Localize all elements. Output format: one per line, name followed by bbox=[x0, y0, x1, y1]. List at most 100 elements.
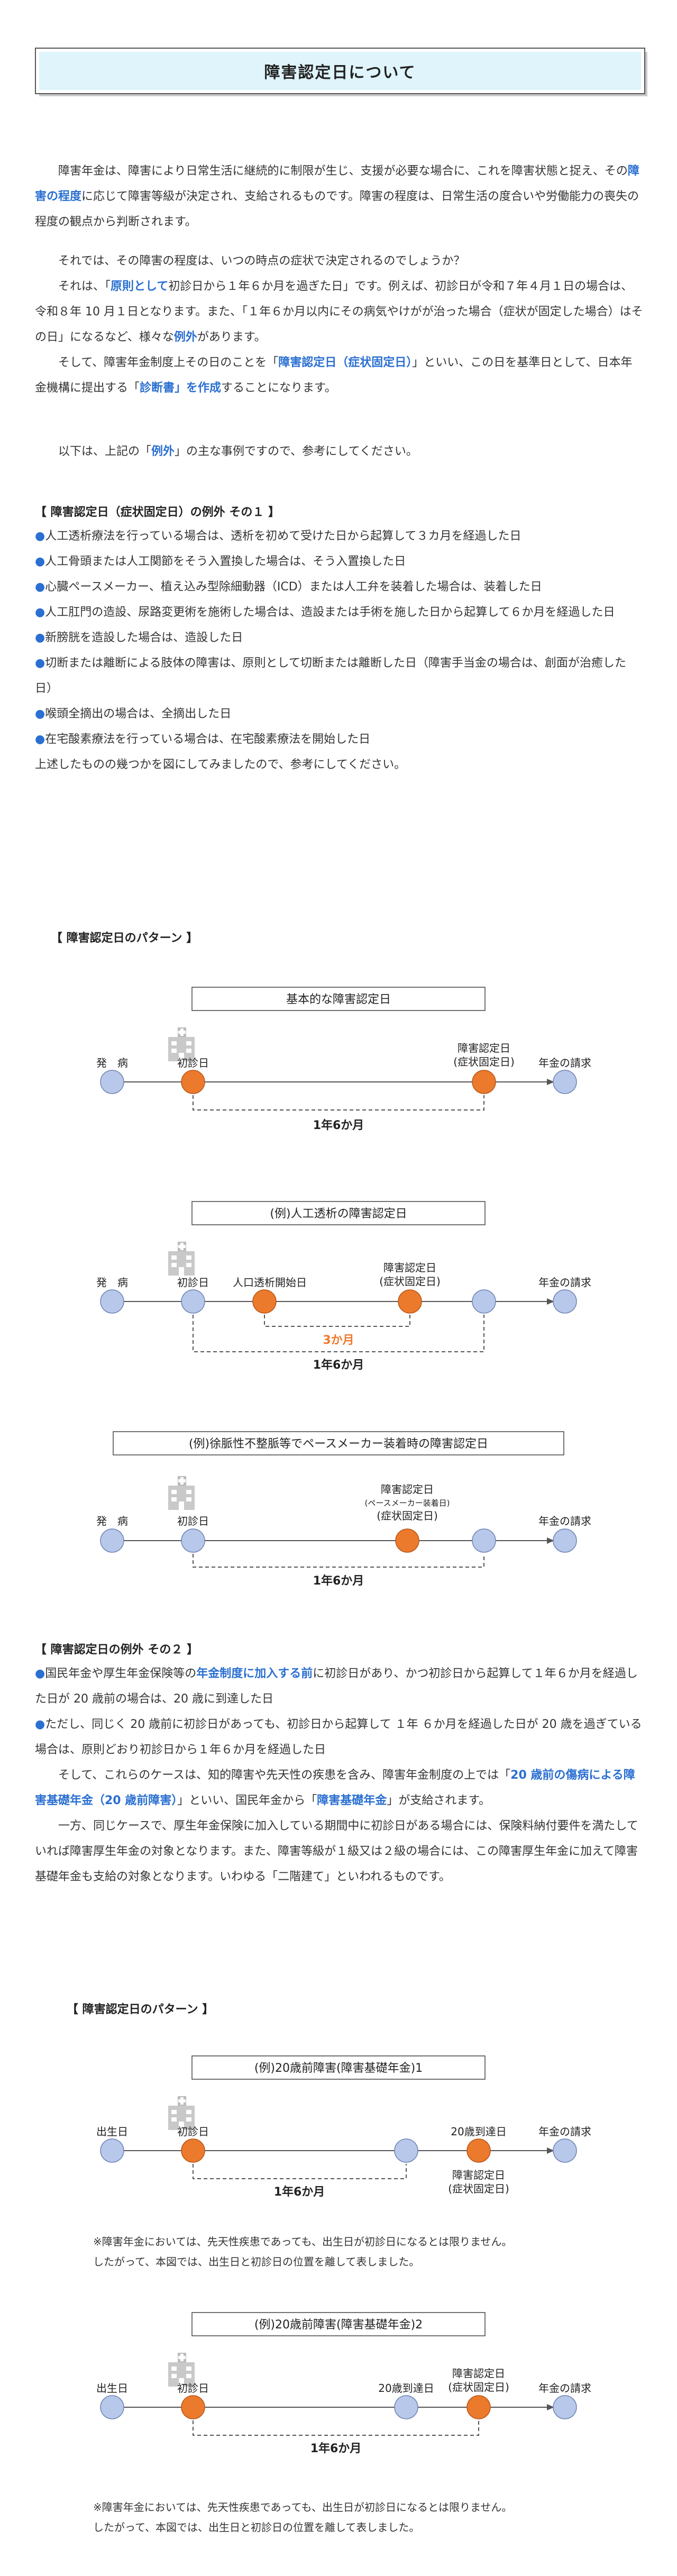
label-first-visit: 初診日 bbox=[177, 2382, 209, 2395]
page-title: 障害認定日について bbox=[39, 52, 641, 90]
label-first-visit: 初診日 bbox=[177, 1057, 209, 1069]
span-label: 1年6か月 bbox=[313, 1118, 364, 1132]
intro-paragraph-2: それでは、その障害の程度は、いつの時点の症状で決定されるのでしょうか？ bbox=[58, 254, 465, 268]
bullet-icon: ● bbox=[35, 555, 45, 568]
node-claim bbox=[553, 1070, 577, 1094]
label-cert-date: 障害認定日 bbox=[381, 1483, 434, 1496]
list-item: ●ただし、同じく 20 歳前に初診日があっても、初診日から起算して １年 ６か月… bbox=[35, 1718, 642, 1756]
exception1-closing: 上述したものの幾つかを図にしてみましたので、参考にしてください。 bbox=[35, 758, 406, 771]
bullet-icon: ● bbox=[35, 530, 45, 543]
arrow-icon bbox=[547, 1079, 554, 1085]
diagram-title-box bbox=[191, 2312, 486, 2336]
exception2-paragraph-2: 一方、同じケースで、厚生年金保険に加入している期間中に初診日がある場合には、保険… bbox=[35, 1819, 638, 1883]
label-age20: 20歳到達日 bbox=[378, 2382, 434, 2395]
list-item: ●喉頭全摘出の場合は、全摘出した日 bbox=[35, 707, 232, 721]
list-item: ●国民年金や厚生年金保険等の年金制度に加入する前に初診日があり、かつ初診日から起… bbox=[35, 1667, 638, 1706]
arrow-icon bbox=[547, 2404, 554, 2410]
node-dialysis bbox=[252, 1289, 277, 1314]
diagram-title: (例)人工透析の障害認定日 bbox=[270, 1207, 407, 1221]
highlight-certificate: 診断書」を作成 bbox=[140, 381, 222, 395]
hospital-icon bbox=[168, 2353, 195, 2387]
span-bracket bbox=[193, 1315, 484, 1352]
hospital-icon bbox=[168, 1242, 195, 1276]
bullet-icon: ● bbox=[35, 1718, 45, 1731]
span-bracket bbox=[193, 2164, 407, 2179]
node-first-visit bbox=[181, 1289, 205, 1314]
exception1-heading: 【 障害認定日（症状固定日）の例外 その１ 】 bbox=[35, 506, 280, 519]
span-bracket-short bbox=[264, 1315, 410, 1327]
label-birth: 出生日 bbox=[96, 2125, 128, 2138]
intro-text: 以下は、上記の「 bbox=[58, 445, 152, 458]
label-claim: 年金の請求 bbox=[538, 2125, 591, 2138]
label-onset: 発 病 bbox=[96, 1515, 128, 1527]
label-claim: 年金の請求 bbox=[538, 2382, 591, 2395]
node-claim bbox=[553, 1289, 577, 1314]
diagram-title-box bbox=[191, 2055, 486, 2080]
diagram-under20-2: (例)20歳前障害(障害基礎年金)2 出生日 初診日 20歳到達日 障害認定日 … bbox=[96, 2312, 591, 2455]
diagram-dialysis: (例)人工透析の障害認定日 発 病 初診日 人口透析開始日 障害認定日 (症状固… bbox=[96, 1201, 591, 1372]
node-onset bbox=[100, 1289, 124, 1314]
exception2-heading: 【 障害認定日の例外 その２ 】 bbox=[35, 1643, 198, 1656]
intro-text: 」といい、この日を基準日として、日本年金機構に提出する「 bbox=[35, 356, 633, 395]
node-cert-date bbox=[395, 1528, 419, 1553]
arrow-icon bbox=[547, 1298, 554, 1305]
label-onset: 発 病 bbox=[96, 1276, 128, 1289]
node-span-end bbox=[472, 1289, 496, 1314]
node-birth bbox=[100, 2395, 124, 2419]
diagram-title-box bbox=[191, 1201, 486, 1225]
list-item: ●在宅酸素療法を行っている場合は、在宅酸素療法を開始した日 bbox=[35, 733, 371, 746]
diagram-title: (例)徐脈性不整脈等でペースメーカー装着時の障害認定日 bbox=[189, 1437, 488, 1451]
pattern-heading-2: 【 障害認定日のパターン 】 bbox=[67, 2003, 214, 2016]
bullet-icon: ● bbox=[35, 1667, 45, 1680]
span-bracket bbox=[193, 2420, 479, 2436]
intro-paragraph-5: 以下は、上記の「例外」の主な事例ですので、参考にしてください。 bbox=[35, 439, 643, 465]
intro-paragraph-1: 障害年金は、障害により日常生活に継続的に制限が生じ、支援が必要な場合に、これを障… bbox=[35, 159, 643, 235]
label-claim: 年金の請求 bbox=[538, 1057, 591, 1069]
diagram5-note: ※障害年金においては、先天性疾患であっても、出生日が初診日になるとは限りません。… bbox=[93, 2501, 513, 2534]
label-dialysis: 人口透析開始日 bbox=[233, 1276, 307, 1289]
pattern-heading: 【 障害認定日のパターン 】 bbox=[51, 932, 198, 945]
label-onset: 発 病 bbox=[96, 1057, 128, 1069]
highlight-principle: 原則として bbox=[111, 280, 169, 293]
label-cert-sub: (症状固定日) bbox=[448, 2182, 509, 2195]
highlight-basic-pension: 障害基礎年金 bbox=[317, 1794, 387, 1807]
label-pacemaker-date: (ペースメーカー装着日) bbox=[365, 1498, 450, 1508]
node-birth bbox=[100, 2138, 124, 2163]
intro-text: それは、「 bbox=[58, 280, 111, 293]
hospital-icon bbox=[168, 1027, 195, 1061]
list-item: ●人工透析療法を行っている場合は、透析を初めて受けた日から起算して３カ月を経過し… bbox=[35, 530, 522, 543]
node-onset bbox=[100, 1070, 124, 1094]
label-cert-sub: (症状固定日) bbox=[377, 1509, 438, 1522]
highlight-degree: 障害の程度 bbox=[35, 165, 639, 203]
label-claim: 年金の請求 bbox=[538, 1515, 591, 1527]
bullet-icon: ● bbox=[35, 631, 45, 644]
span-label: 1年6か月 bbox=[310, 2442, 362, 2455]
label-first-visit: 初診日 bbox=[177, 1276, 209, 1289]
label-cert-date: 障害認定日 bbox=[458, 1042, 510, 1054]
node-onset bbox=[100, 1528, 124, 1553]
label-birth: 出生日 bbox=[96, 2382, 128, 2395]
label-age20: 20歳到達日 bbox=[451, 2125, 506, 2138]
node-cert-date bbox=[472, 1070, 496, 1094]
diagram-basic: 基本的な障害認定日 発 病 初診日 障害認定日 (症状固定日) 年金の請求 1年… bbox=[96, 987, 591, 1132]
list-item: ●新膀胱を造設した場合は、造設した日 bbox=[35, 631, 243, 644]
node-age20 bbox=[466, 2138, 491, 2163]
diagram-title: (例)20歳前障害(障害基礎年金)2 bbox=[254, 2318, 423, 2332]
arrow-icon bbox=[547, 2147, 554, 2154]
hospital-icon bbox=[168, 2096, 195, 2130]
highlight-before-enroll: 年金制度に加入する前 bbox=[196, 1667, 313, 1680]
span-label-short: 3か月 bbox=[323, 1334, 354, 1347]
arrow-icon bbox=[547, 1537, 554, 1544]
list-item: ●人工骨頭または人工関節をそう入置換した場合は、そう入置換した日 bbox=[35, 555, 406, 568]
intro-text: することになります。 bbox=[221, 381, 336, 395]
list-item: ●切断または離断による肢体の障害は、原則として切断または離断した日（障害手当金の… bbox=[35, 657, 626, 695]
highlight-under20: 20 歳前の傷病による障害基礎年金（20 歳前障害） bbox=[35, 1769, 635, 1807]
diagram-title-box bbox=[113, 1431, 564, 1455]
node-span-end bbox=[394, 2138, 418, 2163]
label-cert-sub: (症状固定日) bbox=[379, 1275, 441, 1288]
label-cert-date: 障害認定日 bbox=[452, 2169, 505, 2181]
node-claim bbox=[553, 2138, 577, 2163]
label-cert-sub: (症状固定日) bbox=[453, 1055, 515, 1068]
intro-text: があります。 bbox=[197, 331, 266, 344]
